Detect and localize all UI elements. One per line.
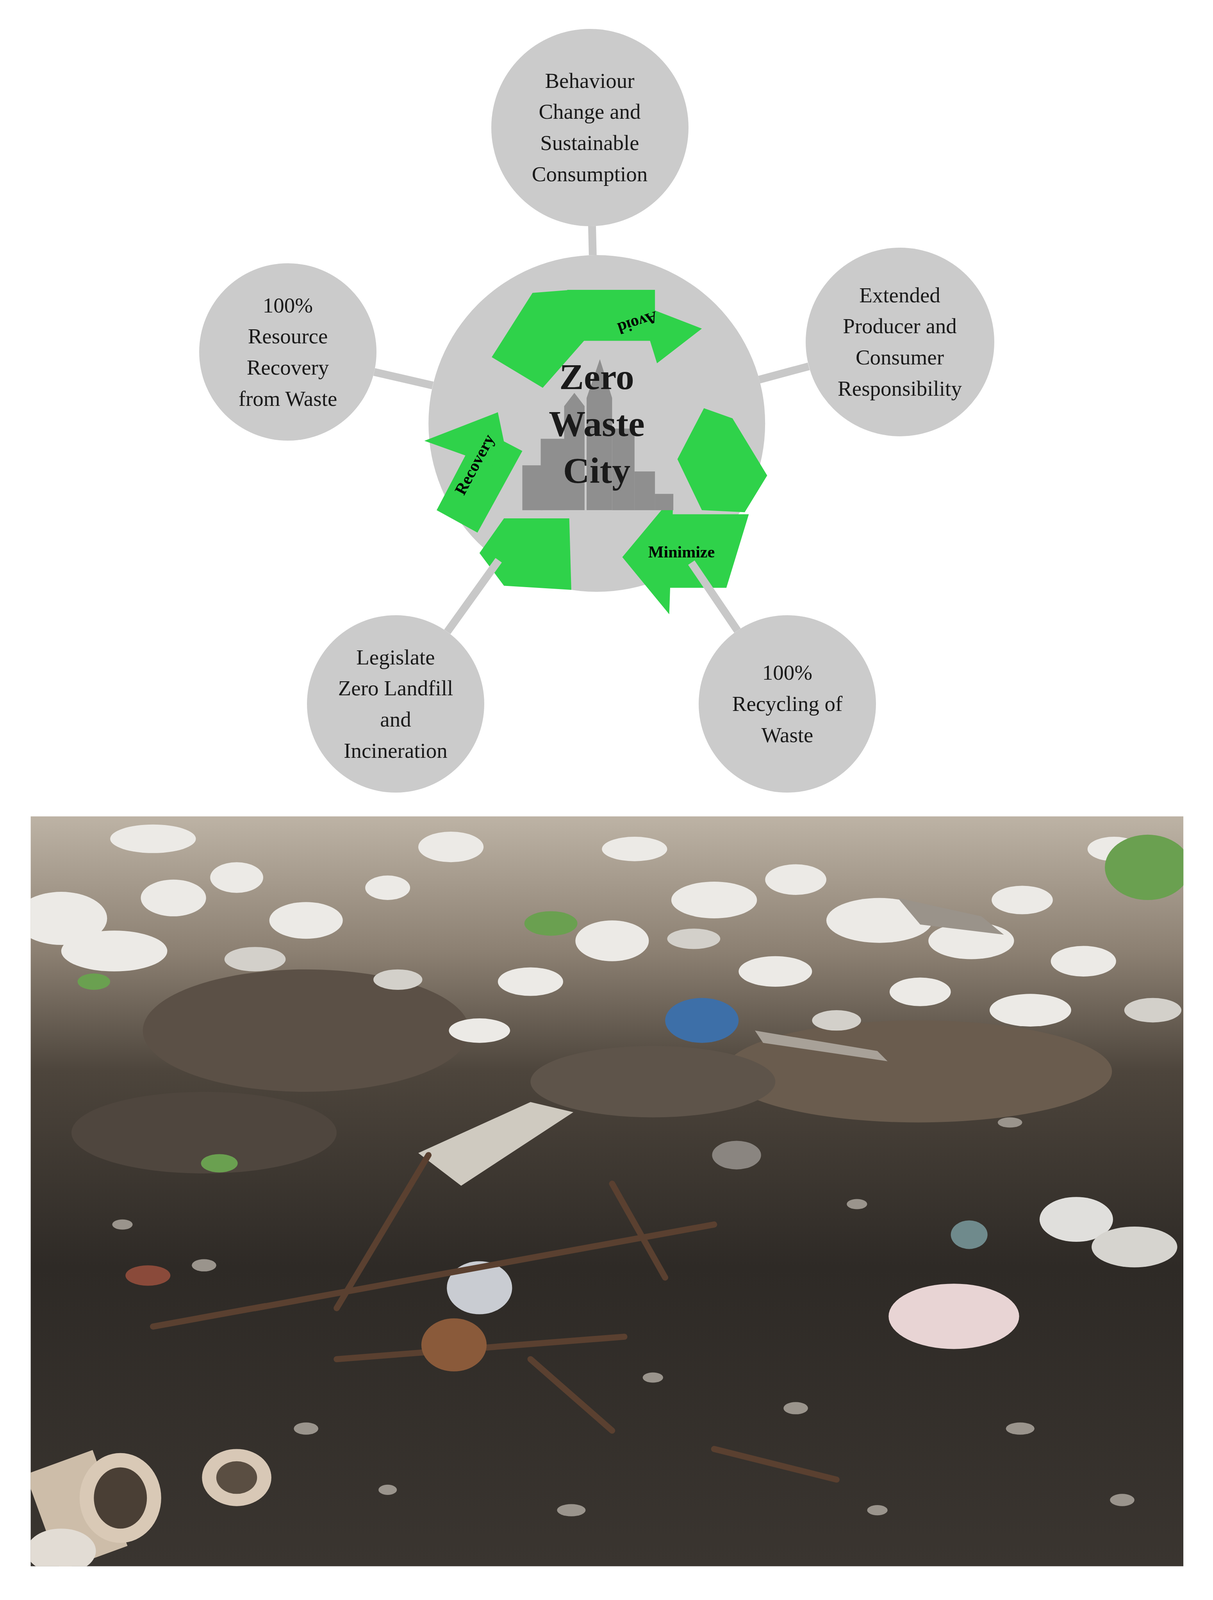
connector-line xyxy=(374,371,433,386)
circle-text: 100% Resource Recovery from Waste xyxy=(229,289,347,415)
circle-node: 100% Resource Recovery from Waste xyxy=(199,263,377,441)
circle-node: Legislate Zero Landfill and Incineration xyxy=(306,615,485,793)
text-holder: Legislate Zero Landfill and Incineration xyxy=(337,641,455,767)
text-holder: Extended Producer and Consumer Responsib… xyxy=(833,279,967,405)
circle-node: Behaviour Change and Sustainable Consump… xyxy=(491,28,689,227)
connector-line xyxy=(759,366,809,380)
connector-line xyxy=(691,562,738,631)
text-holder: Zero Waste City xyxy=(538,353,656,495)
text-holder: 100% Recycling of Waste xyxy=(730,656,844,751)
center-circle-node: Zero Waste City xyxy=(428,255,766,592)
cups xyxy=(30,1448,272,1566)
text-holder: Behaviour Change and Sustainable Consump… xyxy=(517,65,662,190)
arrow-label: Minimize xyxy=(648,542,715,562)
circle-node: Extended Producer and Consumer Responsib… xyxy=(805,247,995,437)
circle-text: Legislate Zero Landfill and Incineration xyxy=(337,641,455,767)
circle-node: 100% Recycling of Waste xyxy=(698,615,876,793)
connector-line xyxy=(592,225,593,256)
recycle-arrows xyxy=(424,289,768,615)
circle-text: Behaviour Change and Sustainable Consump… xyxy=(517,65,662,190)
text-holder: 100% Resource Recovery from Waste xyxy=(229,289,347,415)
circle-text: 100% Recycling of Waste xyxy=(730,656,844,751)
circle-text: Extended Producer and Consumer Responsib… xyxy=(833,279,967,405)
waste-photo xyxy=(30,816,1184,1567)
center-title: Zero Waste City xyxy=(538,353,656,495)
connector-line xyxy=(447,560,499,632)
